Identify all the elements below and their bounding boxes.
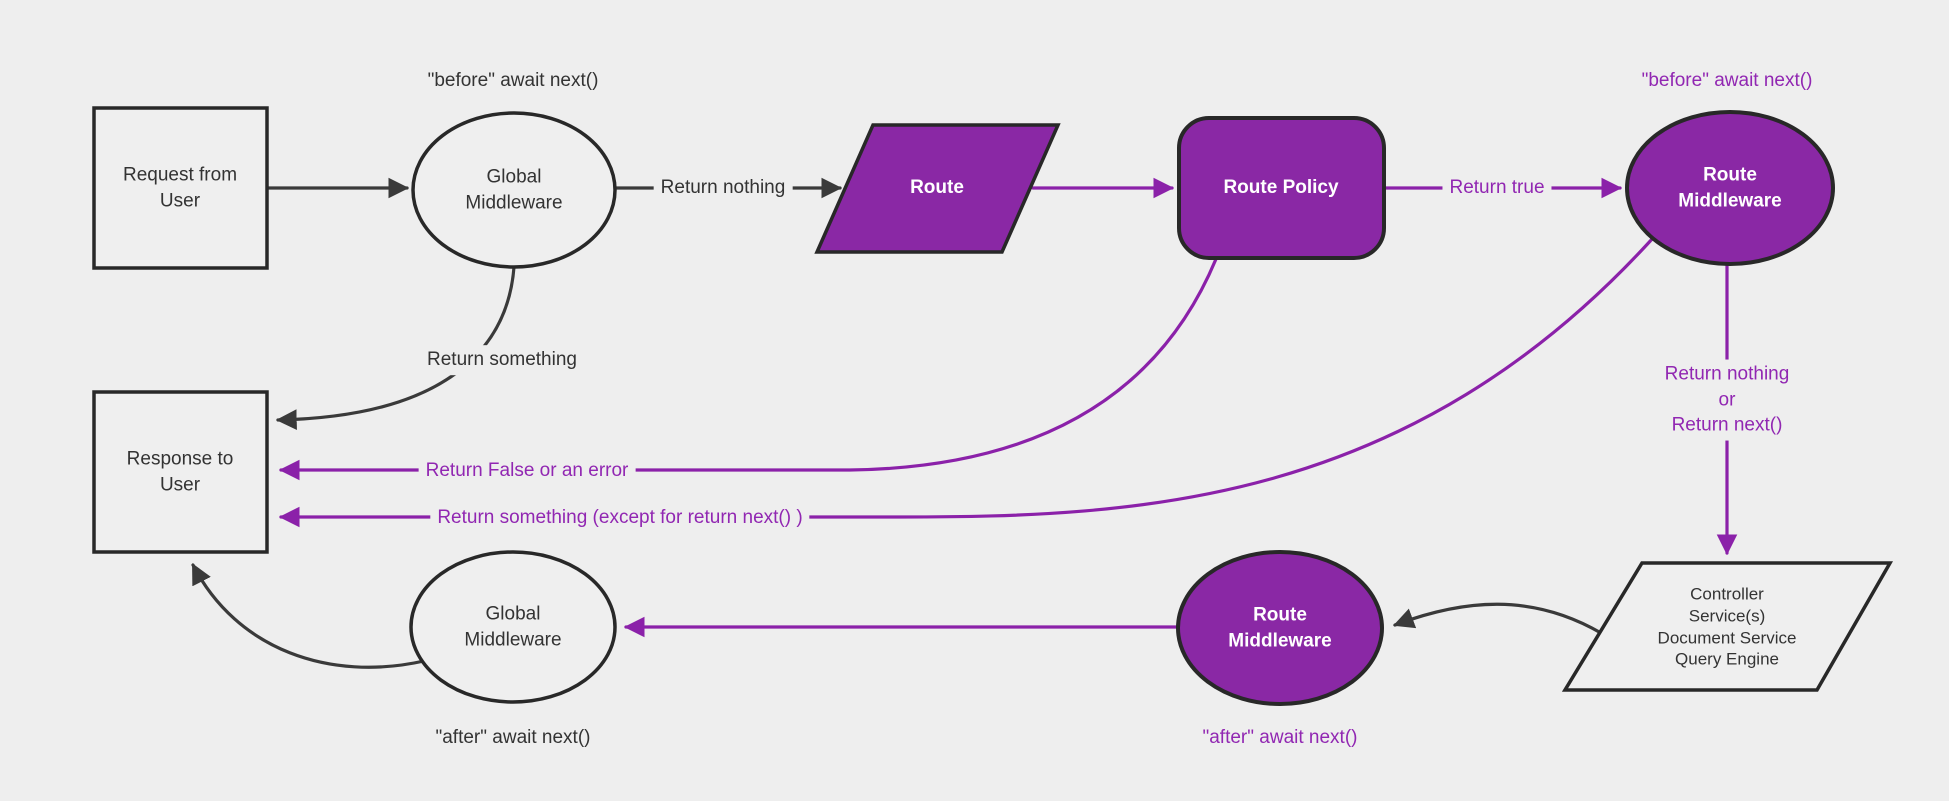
request-from-user-shape [92, 106, 269, 270]
edge-global-middleware-bottom-to-response [191, 563, 426, 669]
global-middleware-bottom-shape [409, 550, 617, 704]
route-shape [814, 123, 1061, 254]
route-middleware-bottom-shape [1176, 550, 1384, 706]
edge-route-policy-to-response [278, 257, 1218, 481]
route-middleware-top-shape [1625, 110, 1835, 266]
global-middleware-top-shape [411, 111, 617, 269]
response-to-user-shape [92, 390, 269, 554]
edge-route-middleware-to-response [278, 236, 1655, 528]
controller-services-shape [1561, 561, 1894, 692]
edge-global-middleware-to-response [275, 265, 516, 430]
route-policy-shape [1177, 116, 1386, 260]
edge-controller-to-route-middleware-bottom [1393, 602, 1603, 635]
